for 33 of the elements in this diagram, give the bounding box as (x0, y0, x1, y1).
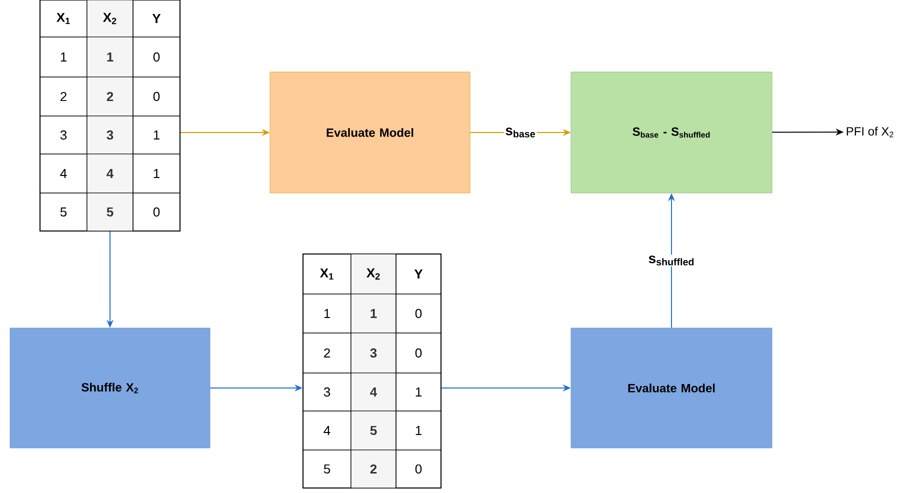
data-table (302, 254, 442, 488)
table-cell: Y (396, 254, 442, 294)
table-cell: 2 (86, 76, 134, 116)
table-cell: 1 (86, 36, 134, 78)
table-cell: 0 (132, 192, 180, 232)
table-cell: 1 (350, 294, 396, 334)
result-box: S$_{base}$ - S$_{shuffled}$ (570, 72, 772, 194)
table-cell: X$_{2}$ (86, 0, 134, 38)
process-box: Evaluate Model (570, 328, 772, 448)
table-cell: 3 (86, 116, 134, 154)
table-cell: 4 (86, 154, 134, 194)
table-cell: 0 (396, 332, 442, 374)
table-cell: 1 (396, 372, 442, 412)
process-box: Shuffle X$_{2}$ (10, 328, 210, 448)
edge-label: s$_{base}$ (506, 128, 535, 138)
table-cell: 5 (86, 192, 134, 232)
table-cell: 3 (350, 332, 396, 374)
table-cell: 0 (132, 36, 180, 78)
table-cell: 1 (396, 410, 442, 450)
table-cell: 0 (132, 76, 180, 116)
table-cell: 1 (132, 154, 180, 194)
table-cell: 5 (350, 410, 396, 450)
output-label: PFI of X$_{2}$ (846, 126, 894, 138)
table-cell: Y (132, 0, 180, 38)
edge-label: s$_{shuffled}$ (648, 256, 694, 266)
table-cell: 2 (350, 450, 396, 488)
table-cell: 4 (350, 372, 396, 412)
data-table (40, 0, 180, 232)
table-cell: X$_{2}$ (350, 254, 396, 294)
table-cell: 0 (396, 294, 442, 334)
process-box: Evaluate Model (270, 72, 470, 194)
table-cell: 0 (396, 450, 442, 488)
table-cell: 1 (132, 116, 180, 154)
